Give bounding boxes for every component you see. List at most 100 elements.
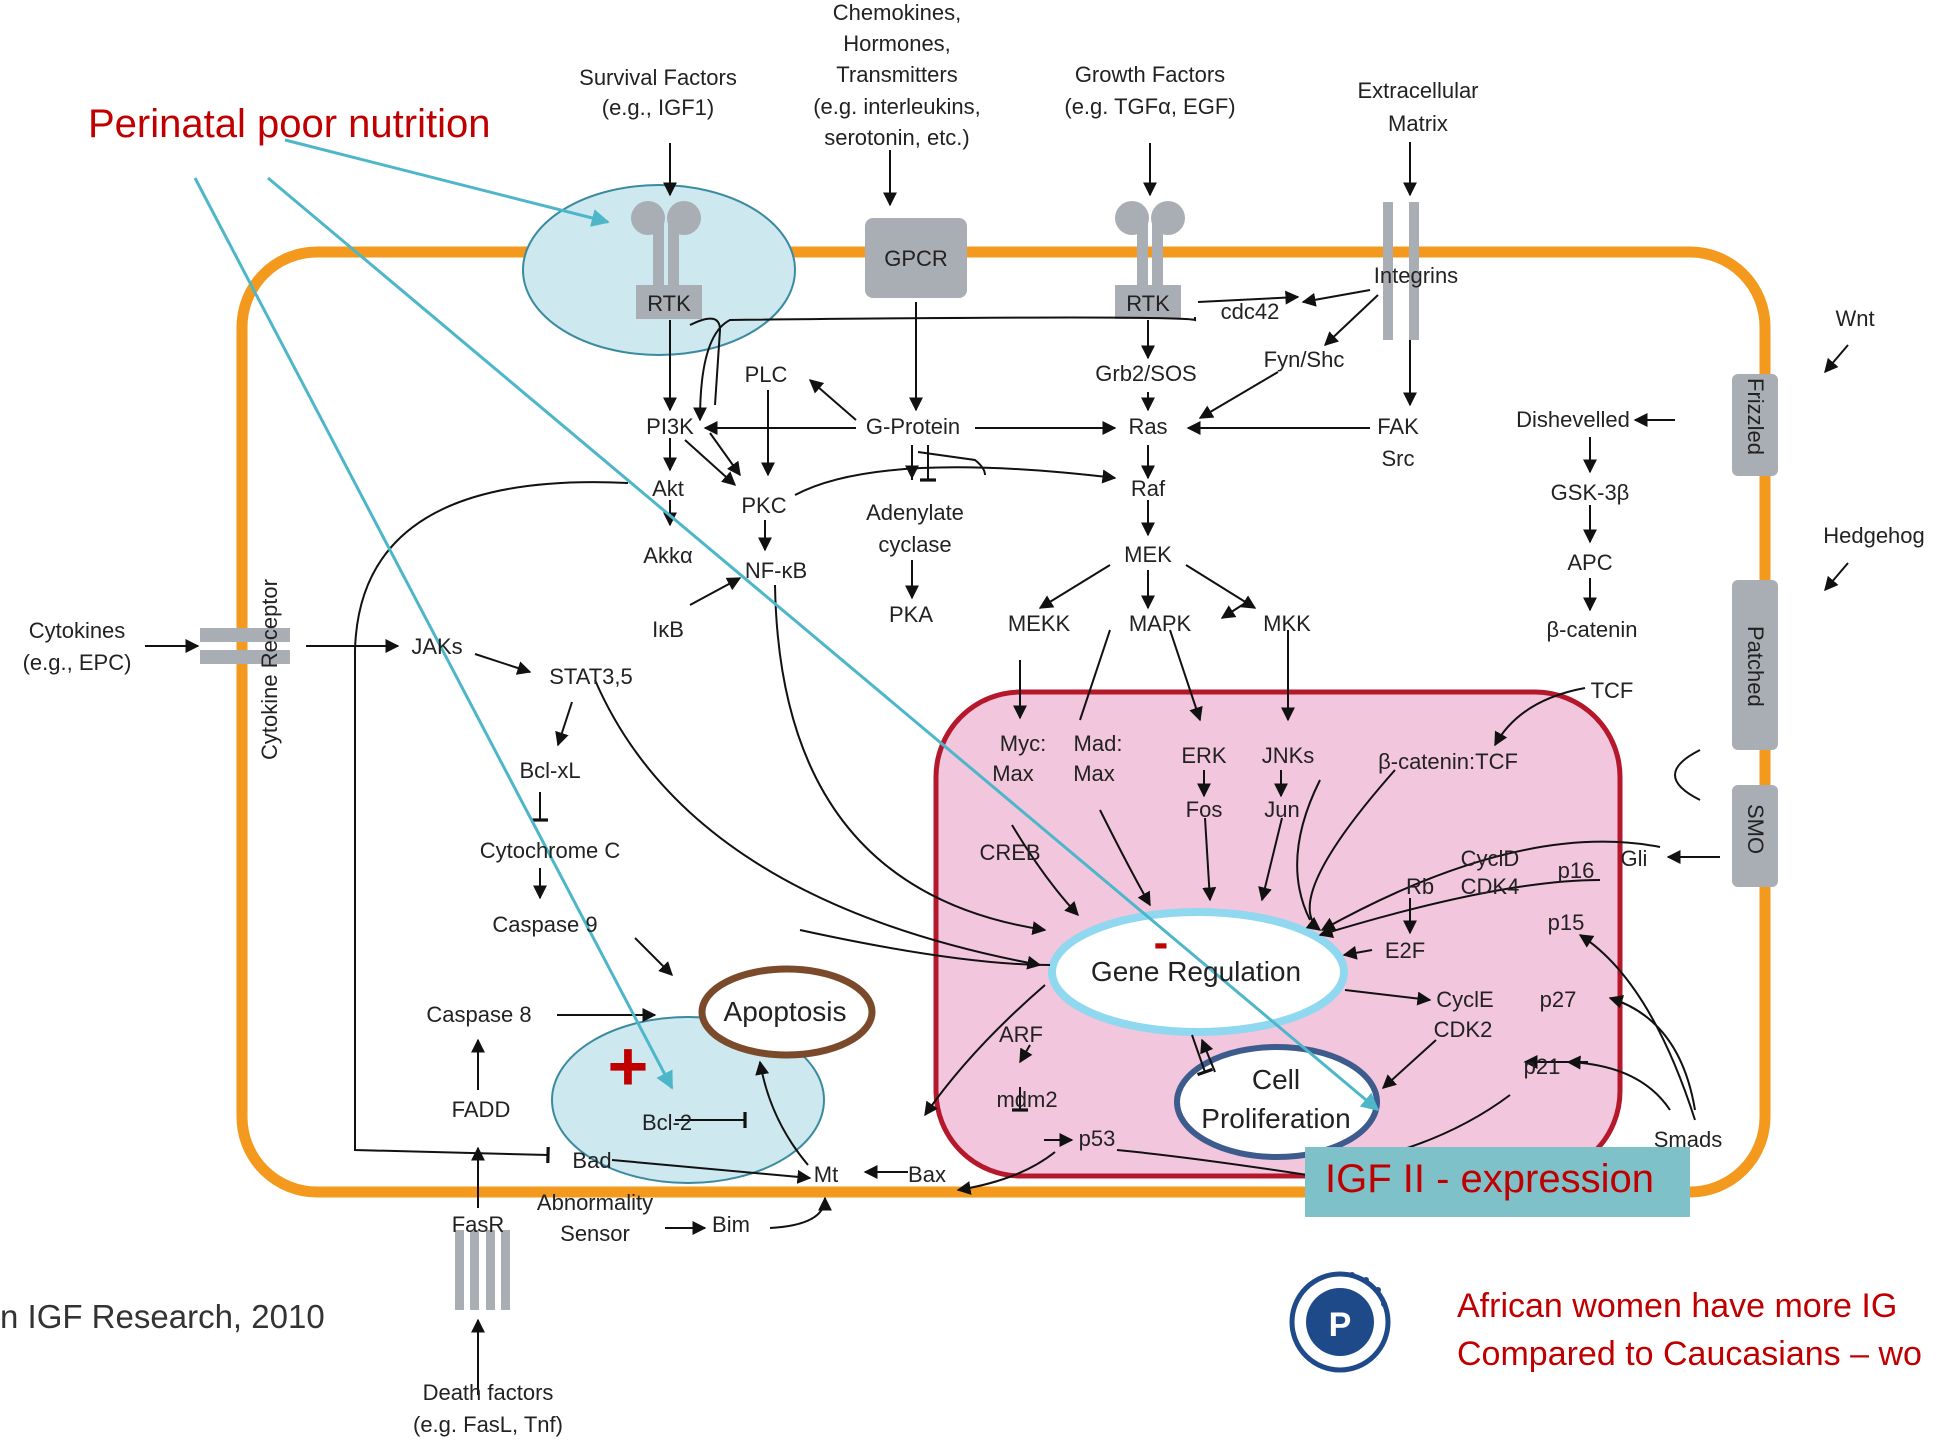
- bax-node: Bax: [908, 1162, 946, 1187]
- fasr-receptor: [455, 1230, 510, 1310]
- chemokines-label-1: Chemokines,: [833, 0, 961, 25]
- mt-node: Mt: [814, 1162, 838, 1187]
- pka-node: PKA: [889, 602, 933, 627]
- pi3k-node: PI3K: [646, 414, 694, 439]
- caspase8-node: Caspase 8: [426, 1002, 531, 1027]
- growth-factors-label: Growth Factors: [1075, 62, 1225, 87]
- gene-regulation-node: Gene Regulation: [1091, 956, 1301, 987]
- gpcr-label: GPCR: [884, 246, 948, 271]
- fadd-node: FADD: [452, 1097, 511, 1122]
- erk-node: ERK: [1181, 743, 1227, 768]
- gsk3b-node: GSK-3β: [1551, 480, 1630, 505]
- apoptosis-ring: [698, 965, 876, 1059]
- myc-node-2: Max: [992, 761, 1034, 786]
- fos-node: Fos: [1186, 797, 1223, 822]
- gpcr-receptor: [865, 218, 967, 298]
- cycld-node: CyclD: [1461, 846, 1520, 871]
- rb-node: Rb: [1406, 874, 1434, 899]
- cell-node: Cell: [1252, 1064, 1300, 1095]
- cdk4-node: CDK4: [1461, 874, 1520, 899]
- cytochrome-node: Cytochrome C: [480, 838, 621, 863]
- jun-node: Jun: [1264, 797, 1299, 822]
- minus-sign: -: [1154, 918, 1169, 967]
- src-node: Src: [1382, 446, 1415, 471]
- bclxl-node: Bcl-xL: [519, 758, 580, 783]
- bcl2-node: Bcl-2: [642, 1110, 692, 1135]
- smo-receptor: [1732, 785, 1778, 887]
- bcat-tcf-node: β-catenin:TCF: [1378, 749, 1518, 774]
- death-factors-label: Death factors: [423, 1380, 554, 1405]
- adenylate-node-1: Adenylate: [866, 500, 964, 525]
- chemokines-label-5: serotonin, etc.): [824, 125, 970, 150]
- p27-node: p27: [1540, 987, 1577, 1012]
- perinatal-nutrition-label: Perinatal poor nutrition: [88, 102, 491, 146]
- tcp-logo: P: [1289, 1271, 1391, 1373]
- cdk2-node: CDK2: [1434, 1017, 1493, 1042]
- creb-node: CREB: [979, 840, 1040, 865]
- ras-node: Ras: [1128, 414, 1167, 439]
- grb2sos-node: Grb2/SOS: [1095, 361, 1196, 386]
- rtk-label-left: RTK: [647, 291, 691, 316]
- survival-factors-example: (e.g., IGF1): [602, 95, 714, 120]
- citation-text: n IGF Research, 2010: [0, 1298, 325, 1335]
- p21-node: p21: [1524, 1054, 1561, 1079]
- raf-node: Raf: [1131, 476, 1166, 501]
- proliferation-node: Proliferation: [1201, 1103, 1350, 1134]
- bcl2-highlight-ellipse: [551, 1016, 825, 1184]
- e2f-node: E2F: [1385, 938, 1425, 963]
- rtk-label-right: RTK: [1126, 291, 1170, 316]
- myc-node-1: Myc:: [1000, 731, 1046, 756]
- plus-sign: +: [608, 1027, 649, 1105]
- patched-label: Patched: [1743, 626, 1768, 707]
- overlay-arrows: [193, 138, 1380, 1112]
- integrins-label: Integrins: [1374, 263, 1458, 288]
- gprotein-node: G-Protein: [866, 414, 960, 439]
- wnt-label: Wnt: [1835, 306, 1874, 331]
- mdm2-node: mdm2: [996, 1087, 1057, 1112]
- ikb-node: IκB: [652, 617, 684, 642]
- jnks-node: JNKs: [1262, 743, 1315, 768]
- bim-node: Bim: [712, 1212, 750, 1237]
- adenylate-node-2: cyclase: [878, 532, 951, 557]
- frizzled-label: Frizzled: [1743, 378, 1768, 455]
- cdc42-node: cdc42: [1221, 299, 1280, 324]
- cytokine-receptor: [200, 628, 290, 664]
- abnormality-node-2: Sensor: [560, 1221, 630, 1246]
- p15-node: p15: [1548, 910, 1585, 935]
- gene-regulation-ring: [1048, 908, 1348, 1036]
- rtk-receptor-left: [631, 201, 702, 319]
- tcf-node: TCF: [1591, 678, 1634, 703]
- ecm-label-1: Extracellular: [1357, 78, 1478, 103]
- plc-node: PLC: [745, 362, 788, 387]
- mekk-node: MEKK: [1008, 611, 1071, 636]
- fynshc-node: Fyn/Shc: [1264, 347, 1345, 372]
- caspase9-node: Caspase 9: [492, 912, 597, 937]
- akt-node: Akt: [652, 476, 684, 501]
- akka-node: Akkα: [643, 543, 693, 568]
- cytokines-example: (e.g., EPC): [23, 650, 132, 675]
- frizzled-receptor: [1732, 374, 1778, 476]
- cytokine-receptor-label: Cytokine Receptor: [257, 579, 282, 760]
- chemokines-label-4: (e.g. interleukins,: [813, 94, 981, 119]
- jaks-node: JAKs: [411, 634, 462, 659]
- ecm-label-2: Matrix: [1388, 111, 1448, 136]
- fak-node: FAK: [1377, 414, 1419, 439]
- chemokines-label-3: Transmitters: [836, 62, 957, 87]
- hedgehog-label: Hedgehog: [1823, 523, 1925, 548]
- pathway-edges: [145, 142, 1849, 1395]
- apc-node: APC: [1567, 550, 1612, 575]
- note-line-1: African women have more IG: [1457, 1287, 1898, 1325]
- p53-node: p53: [1079, 1126, 1116, 1151]
- mapk-node: MAPK: [1129, 611, 1192, 636]
- p16-node: p16: [1558, 858, 1595, 883]
- mkk-node: MKK: [1263, 611, 1311, 636]
- bcatenin-node: β-catenin: [1547, 617, 1638, 642]
- igf-expression-box: [1305, 1147, 1690, 1217]
- cycle-node: CyclE: [1436, 987, 1493, 1012]
- chemokines-label-2: Hormones,: [843, 31, 951, 56]
- survival-factors-label: Survival Factors: [579, 65, 737, 90]
- cytokines-label: Cytokines: [29, 618, 126, 643]
- dishevelled-node: Dishevelled: [1516, 407, 1630, 432]
- arf-node: ARF: [999, 1022, 1043, 1047]
